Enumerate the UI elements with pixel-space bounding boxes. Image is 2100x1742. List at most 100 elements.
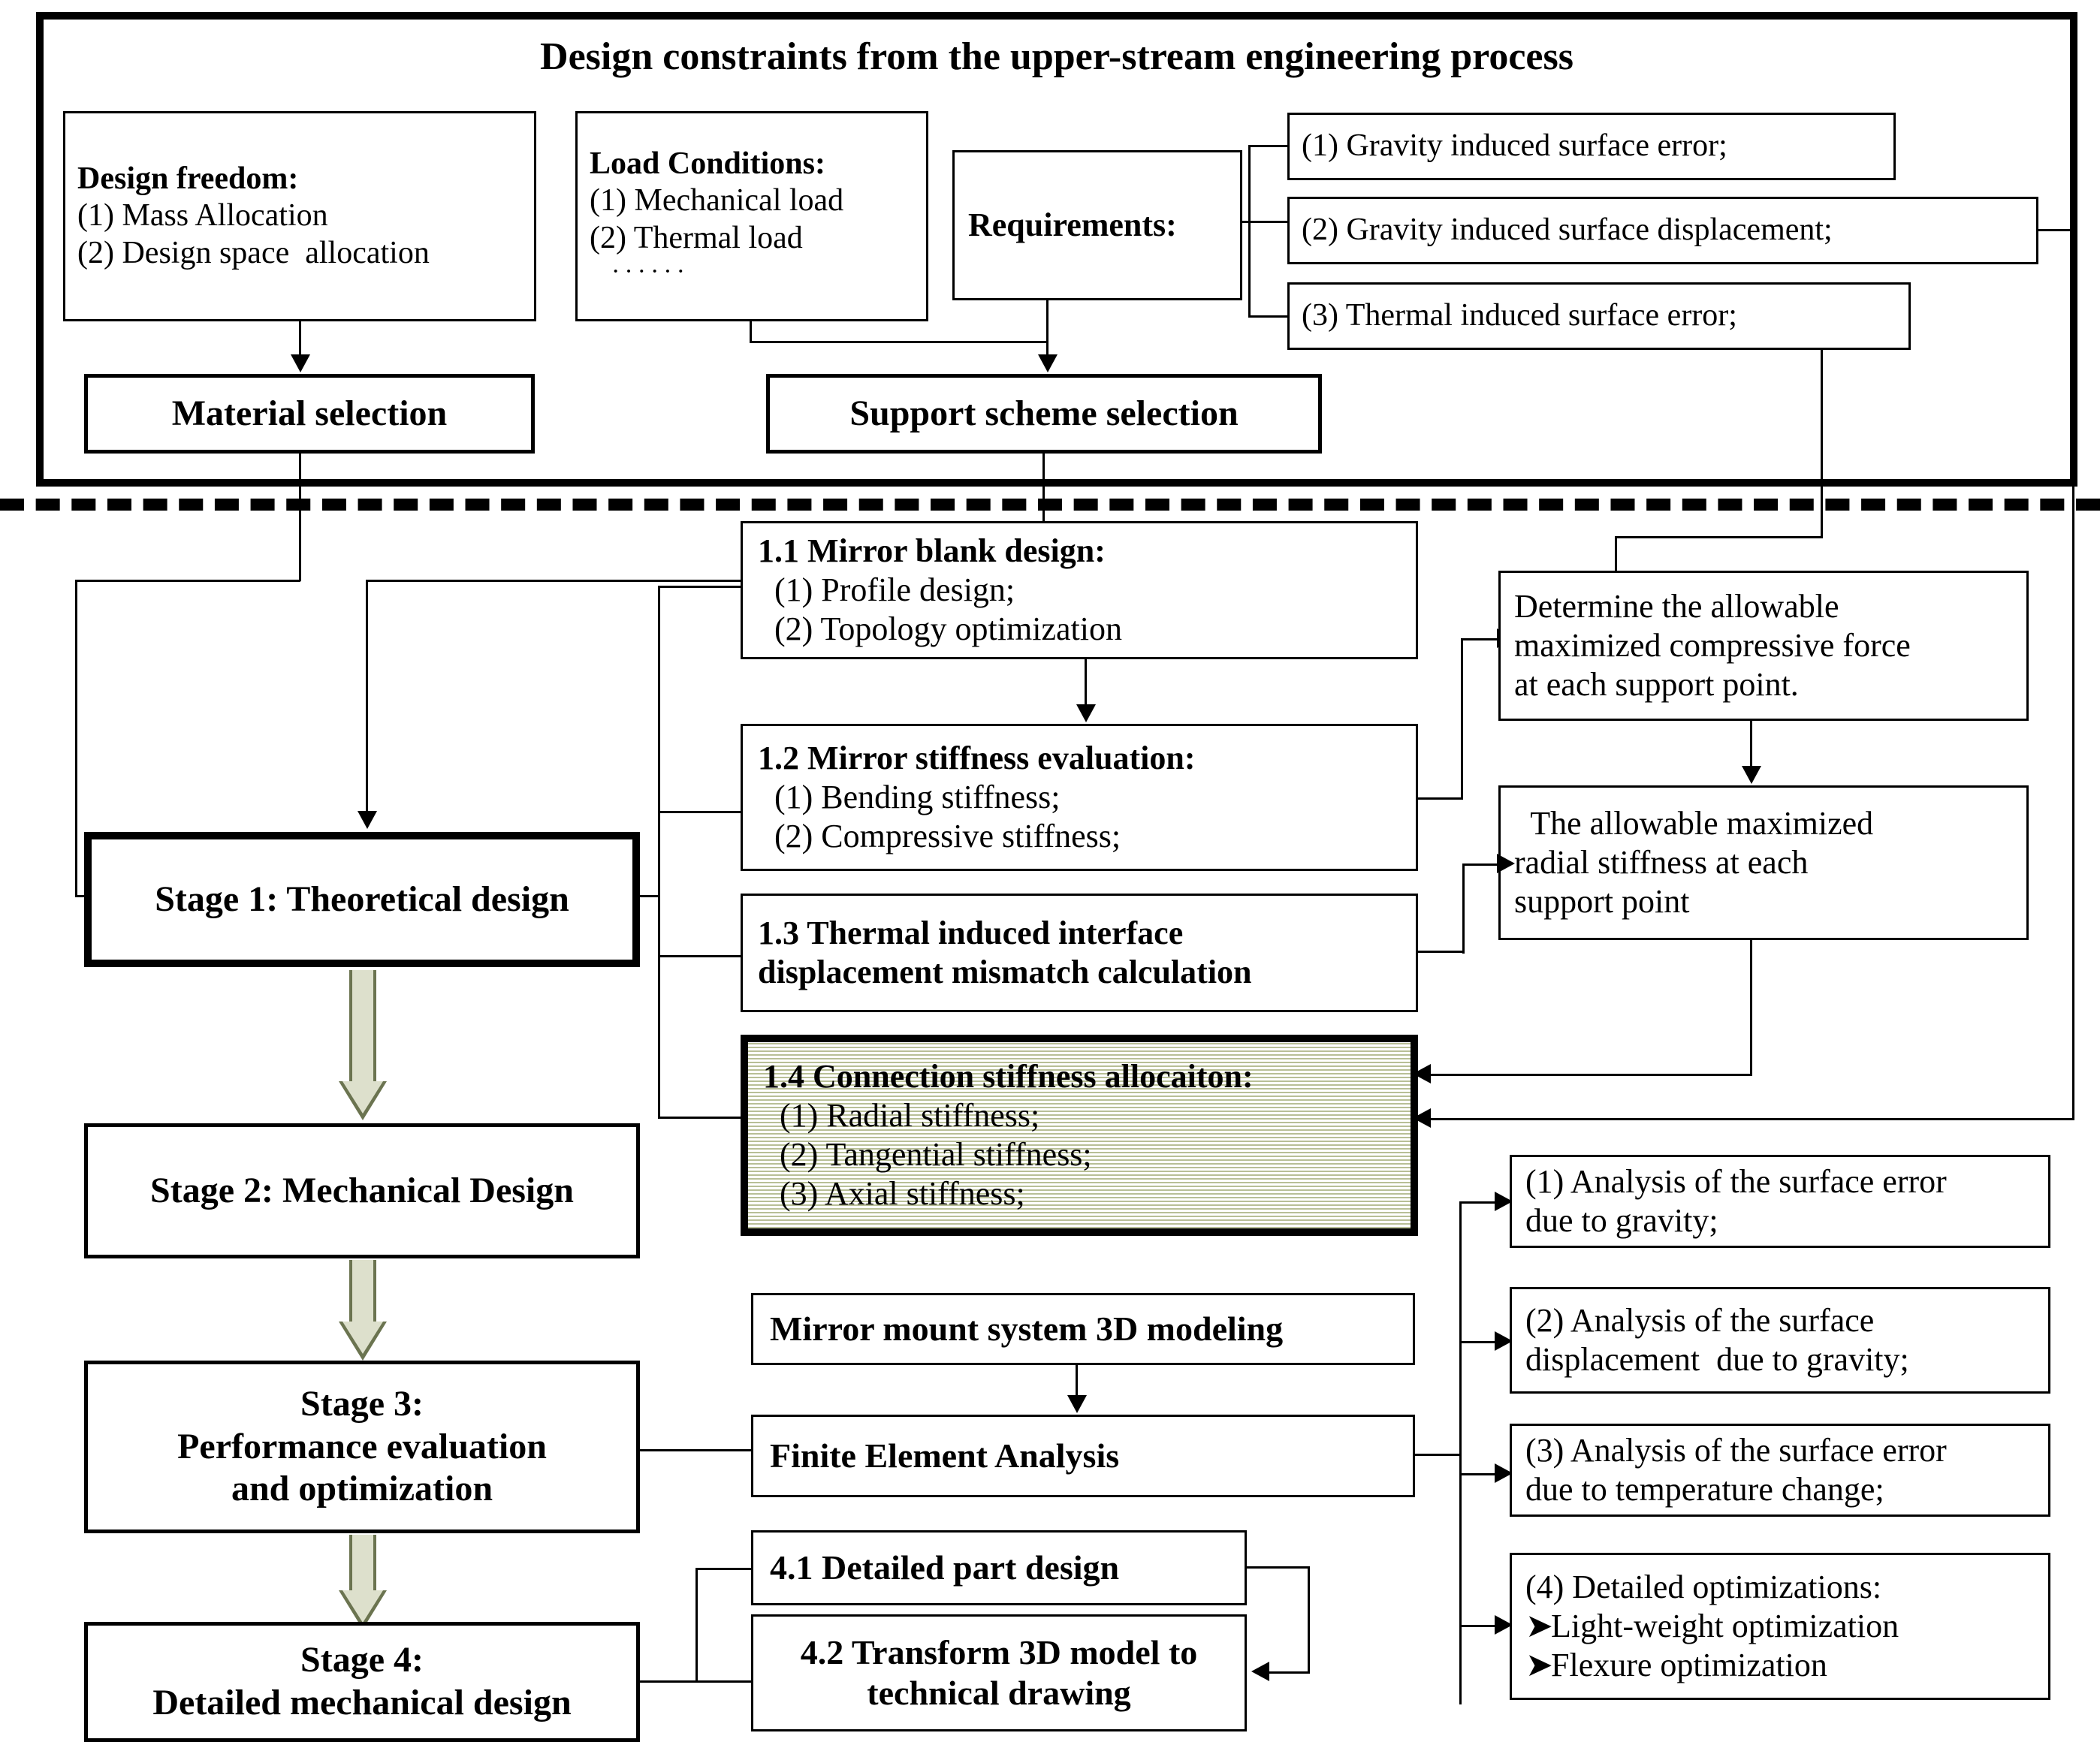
arrow-11-12-head — [1076, 704, 1096, 722]
analysis-4-bullet-1: Light-weight optimization — [1551, 1608, 1899, 1645]
bullet-arrow-icon-1: ➤ — [1525, 1608, 1553, 1645]
substep-1-1-item-2: (2) Topology optimization — [758, 610, 1122, 647]
requirement-item-3-label: (3) Thermal induced surface error; — [1302, 298, 1737, 333]
req2-right — [2038, 229, 2074, 231]
stage-4-label-line1: Stage 4: — [300, 1640, 424, 1680]
hook-arrow-into-42 — [1251, 1662, 1269, 1681]
support-scheme-selection-label: Support scheme selection — [849, 393, 1239, 433]
load-conditions-box: Load Conditions: (1) Mechanical load (2)… — [575, 111, 928, 321]
stage3-to-fea — [640, 1449, 753, 1451]
page-title: Design constraints from the upper-stream… — [540, 35, 1573, 78]
stage4-bracket-41 — [695, 1568, 753, 1570]
design-freedom-heading: Design freedom: — [77, 161, 299, 196]
analysis-1-line2: due to gravity; — [1525, 1202, 1718, 1239]
material-down2 — [75, 580, 77, 897]
analyses-bracket-vertical — [1459, 1201, 1462, 1704]
req3-down — [1821, 350, 1823, 538]
stage-3-label-line1: Stage 3: — [300, 1384, 424, 1424]
step-4-1-label: 4.1 Detailed part design — [770, 1548, 1120, 1587]
req-bracket-vertical — [1248, 145, 1251, 318]
req-bracket-top — [1248, 145, 1287, 147]
substep-1-4-item-1: (1) Radial stiffness; — [763, 1097, 1040, 1135]
requirement-item-2-label: (2) Gravity induced surface displacement… — [1302, 212, 1833, 248]
material-down — [299, 454, 301, 581]
hook-41-down — [1308, 1566, 1310, 1673]
substep-1-2-item-1: (1) Bending stiffness; — [758, 779, 1061, 816]
substep-1-4-box: 1.4 Connection stiffness allocaiton: (1)… — [741, 1035, 1418, 1236]
compressive-force-box: Determine the allowable maximized compre… — [1498, 571, 2029, 721]
bullet-arrow-icon-2: ➤ — [1525, 1646, 1553, 1683]
support-down — [1042, 454, 1045, 581]
mirror-mount-modeling-box: Mirror mount system 3D modeling — [751, 1293, 1415, 1365]
substep-1-4-item-3: (3) Axial stiffness; — [763, 1174, 1025, 1212]
fea-right-stub — [1415, 1454, 1462, 1456]
stage1-to-stage2-arrow — [339, 970, 387, 1120]
sub12-up — [1461, 638, 1463, 800]
material-selection-box: Material selection — [84, 374, 535, 454]
arrow-11-12-line — [1085, 659, 1087, 706]
req-connector-stub — [1242, 221, 1287, 223]
analysis-2-line1: (2) Analysis of the surface — [1525, 1302, 1875, 1340]
load-conditions-ellipsis: ······ — [590, 258, 689, 286]
substep-bracket-1-1 — [658, 586, 741, 588]
hook-into-42 — [1269, 1671, 1310, 1674]
arrow-compressive-radial-line — [1750, 721, 1752, 767]
analysis-box-1: (1) Analysis of the surface error due to… — [1510, 1155, 2050, 1248]
stage-3-label-line3: and optimization — [231, 1469, 493, 1509]
requirements-down2 — [1046, 341, 1048, 359]
req-bracket-bottom — [1248, 315, 1287, 318]
radial-stiffness-line1: The allowable maximized — [1514, 805, 1874, 842]
load-conditions-item-2: (2) Thermal load — [590, 220, 803, 255]
hook-41-right — [1247, 1566, 1310, 1569]
substep-bracket-1-3 — [658, 955, 741, 957]
support-left — [366, 580, 1045, 582]
design-freedom-box: Design freedom: (1) Mass Allocation (2) … — [63, 111, 536, 321]
stage-1-box: Stage 1: Theoretical design — [84, 832, 640, 967]
substep-1-2-item-2: (2) Compressive stiffness; — [758, 817, 1121, 854]
loadcond-right — [750, 341, 1048, 343]
design-freedom-item-2: (2) Design space allocation — [77, 235, 430, 270]
analysis-box-4: (4) Detailed optimizations: ➤Light-weigh… — [1510, 1553, 2050, 1700]
analyses-bracket-4 — [1459, 1625, 1498, 1627]
analysis-4-heading: (4) Detailed optimizations: — [1525, 1569, 1882, 1606]
substep-1-2-heading: 1.2 Mirror stiffness evaluation: — [758, 740, 1196, 777]
stage4-bracket-vertical — [695, 1568, 698, 1682]
analysis-4-bullet-1-row: ➤Light-weight optimization — [1525, 1607, 2035, 1646]
analysis-box-3: (3) Analysis of the surface error due to… — [1510, 1424, 2050, 1517]
sub12-into-compressive — [1461, 638, 1498, 640]
analysis-2-line2: displacement due to gravity; — [1525, 1341, 1909, 1378]
analyses-bracket-2 — [1459, 1341, 1498, 1343]
requirements-down — [1046, 300, 1048, 342]
support-down2 — [366, 580, 368, 812]
radial-down — [1750, 940, 1752, 1075]
arrow-modeling-fea-head — [1067, 1395, 1087, 1413]
arrow-to-support-scheme-head — [1038, 354, 1058, 372]
substep-1-1-box: 1.1 Mirror blank design: (1) Profile des… — [741, 521, 1418, 659]
compressive-force-line3: at each support point. — [1514, 665, 1799, 703]
arrow-designfreedom-material-head — [291, 354, 310, 372]
arrow-designfreedom-material-line — [299, 321, 301, 356]
analysis-4-bullet-2: Flexure optimization — [1551, 1646, 1827, 1683]
req2-far-right-down — [2072, 229, 2074, 1120]
sub13-up — [1462, 863, 1465, 954]
substep-bracket-vertical — [658, 586, 660, 1119]
analysis-1-line1: (1) Analysis of the surface error — [1525, 1163, 1947, 1201]
requirement-item-2: (2) Gravity induced surface displacement… — [1287, 197, 2038, 264]
stage3-to-stage4-arrow — [339, 1535, 387, 1629]
requirement-item-3: (3) Thermal induced surface error; — [1287, 282, 1911, 350]
analysis-4-bullet-2-row: ➤Flexure optimization — [1525, 1646, 2035, 1685]
radial-left-to-14 — [1431, 1074, 1752, 1076]
substep-1-2-box: 1.2 Mirror stiffness evaluation: (1) Ben… — [741, 724, 1418, 871]
substep-1-3-heading-line2: displacement mismatch calculation — [758, 954, 1252, 990]
mirror-mount-modeling-label: Mirror mount system 3D modeling — [770, 1309, 1284, 1348]
compressive-force-line2: maximized compressive force — [1514, 627, 1911, 665]
req2-left-to-14 — [1431, 1118, 2074, 1120]
stage2-to-stage3-arrow — [339, 1260, 387, 1361]
substep-1-1-item-1: (1) Profile design; — [758, 571, 1015, 609]
requirement-item-1-label: (1) Gravity induced surface error; — [1302, 128, 1727, 164]
finite-element-analysis-box: Finite Element Analysis — [751, 1415, 1415, 1497]
stage-2-box: Stage 2: Mechanical Design — [84, 1123, 640, 1258]
requirements-box: Requirements: — [952, 150, 1242, 300]
substep-bracket-1-2 — [658, 811, 741, 813]
